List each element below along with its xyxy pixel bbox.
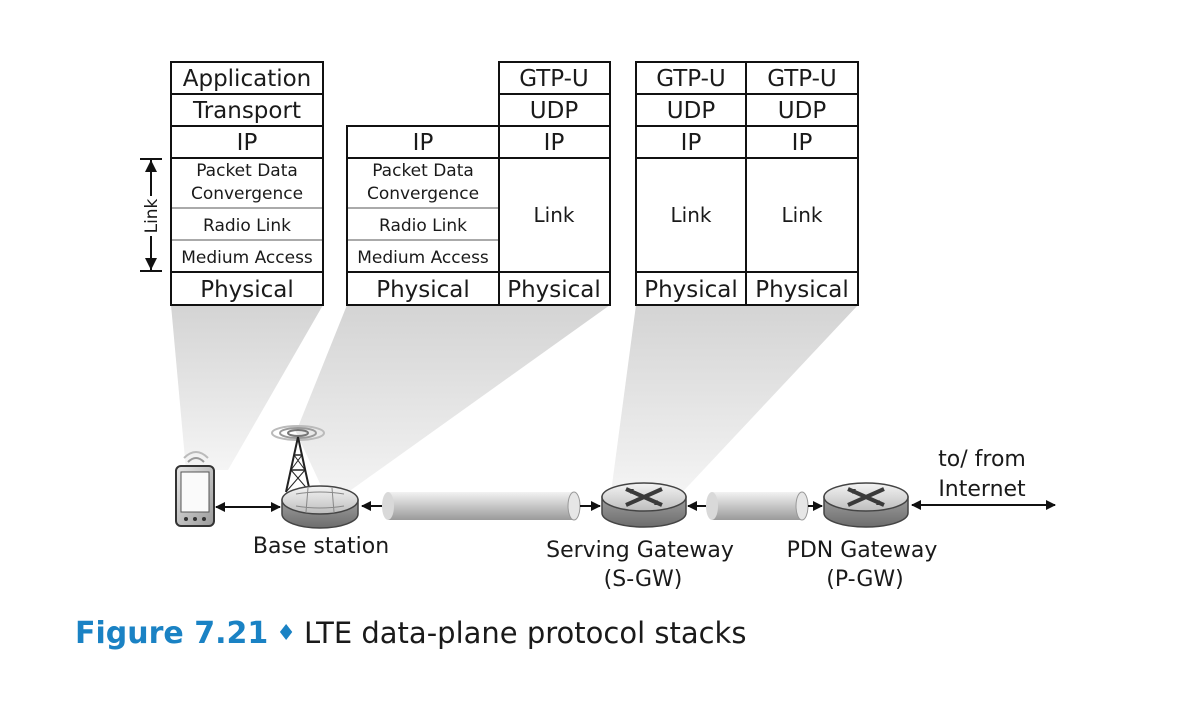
ue-pdc-label-2: Convergence [191, 184, 303, 204]
internet-label-line1: to/ from [938, 447, 1026, 472]
ue-ip-label: IP [237, 130, 258, 156]
ue-stack-labels: Application Transport IP Packet Data Con… [181, 66, 313, 303]
ue-beam [171, 305, 323, 470]
sgw-left-gtpu-label: GTP-U [656, 66, 726, 92]
ue-radio-link-label: Radio Link [203, 216, 291, 236]
bs-core-physical-label: Physical [507, 277, 601, 303]
ue-physical-label: Physical [200, 277, 294, 303]
bs-medium-access-label: Medium Access [357, 248, 489, 268]
ue-application-label: Application [183, 66, 312, 92]
link-bracket: Link [140, 158, 162, 272]
bracket-down-arrow-icon [145, 258, 157, 270]
bs-link-label: Link [534, 203, 575, 227]
bs-gtpu-label: GTP-U [519, 66, 589, 92]
sgw-right-physical-label: Physical [755, 277, 849, 303]
sgw-left-udp-label: UDP [667, 98, 716, 124]
caption-text: LTE data-plane protocol stacks [303, 616, 747, 650]
base-station-stack-labels: IP Packet Data Convergence Radio Link Me… [357, 66, 601, 303]
sgw-label-line1: Serving Gateway [546, 538, 734, 563]
pgw-label-line1: PDN Gateway [787, 538, 938, 563]
bs-core-ip-label: IP [544, 130, 565, 156]
sgw-beam [610, 305, 858, 500]
gtp-tunnel-bs-sgw [382, 491, 581, 521]
sgw-right-ip-label: IP [792, 130, 813, 156]
sgw-protocol-stack [635, 61, 859, 306]
bs-pdc-label-2: Convergence [367, 184, 479, 204]
phone-icon [175, 451, 215, 527]
bs-udp-label: UDP [530, 98, 579, 124]
sgw-right-link-label: Link [782, 203, 823, 227]
base-station-label: Base station [253, 534, 389, 559]
diamond-icon: ♦ [276, 621, 296, 646]
ue-protocol-stack [170, 61, 324, 306]
sgw-left-physical-label: Physical [644, 277, 738, 303]
link-bracket-label: Link [142, 198, 162, 233]
figure-caption: Figure 7.21 ♦ LTE data-plane protocol stac… [75, 616, 746, 651]
sgw-right-udp-label: UDP [778, 98, 827, 124]
bs-ip-label: IP [413, 130, 434, 156]
pdn-gateway-router-icon [823, 482, 909, 528]
bs-radio-link-label: Radio Link [379, 216, 467, 236]
ue-transport-label: Transport [192, 98, 301, 124]
sgw-left-link-label: Link [671, 203, 712, 227]
internet-label-line2: Internet [938, 477, 1026, 502]
bs-pdc-label-1: Packet Data [372, 161, 474, 181]
serving-gateway-router-icon [601, 482, 687, 528]
bs-radio-physical-label: Physical [376, 277, 470, 303]
sgw-stack-labels: GTP-U UDP IP Link Physical GTP-U UDP IP … [644, 66, 849, 303]
base-station-icon [271, 425, 359, 529]
ue-pdc-label-1: Packet Data [196, 161, 298, 181]
pgw-label-line2: (P-GW) [826, 567, 904, 592]
gtp-tunnel-sgw-pgw [706, 491, 809, 521]
bracket-up-arrow-icon [145, 160, 157, 172]
projection-beams [171, 305, 858, 505]
figure-number: Figure 7.21 [75, 616, 269, 651]
sgw-right-gtpu-label: GTP-U [767, 66, 837, 92]
base-station-protocol-stack [346, 61, 611, 306]
base-station-beam [296, 305, 610, 505]
sgw-left-ip-label: IP [681, 130, 702, 156]
ue-medium-access-label: Medium Access [181, 248, 313, 268]
sgw-label-line2: (S-GW) [604, 567, 683, 592]
